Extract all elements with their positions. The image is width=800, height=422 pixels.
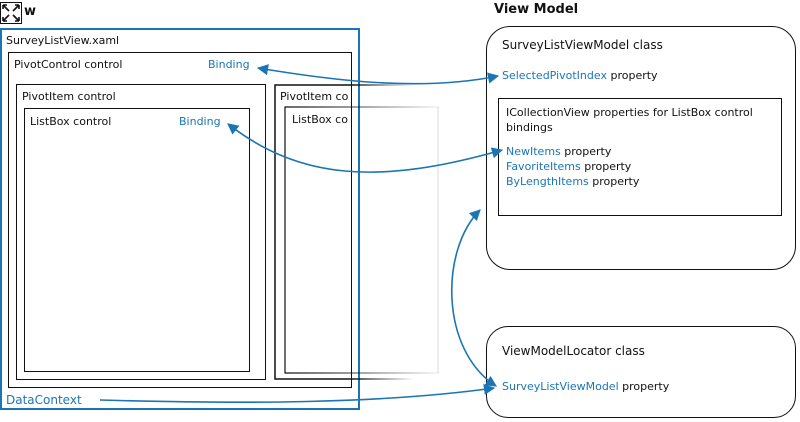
new-items-property: NewItems property (506, 145, 611, 159)
pivot-control-binding: Binding (208, 58, 250, 71)
locator-property-name: SurveyListViewModel (502, 380, 619, 393)
arrow-locator-viewmodel (450, 209, 497, 387)
bylength-items-property: ByLengthItems property (506, 175, 639, 189)
locator-property-suffix: property (618, 380, 670, 393)
listbox-label-2: ListBox co (292, 113, 348, 126)
locator-class-title: ViewModelLocator class (502, 344, 645, 358)
view-file-label: SurveyListView.xaml (6, 34, 120, 47)
bylength-items-suffix: property (588, 175, 640, 188)
new-items-name: NewItems (506, 145, 561, 158)
collection-properties-title-2: bindings (506, 121, 553, 134)
expand-icon[interactable] (0, 2, 22, 24)
arrow-datacontext (99, 383, 496, 404)
view-container (0, 28, 360, 410)
selected-pivot-suffix: property (606, 69, 658, 82)
datacontext-label: DataContext (6, 393, 82, 407)
listbox-label-1: ListBox control (30, 115, 112, 128)
favorite-items-suffix: property (580, 160, 632, 173)
collection-properties-title-1: ICollectionView properties for ListBox c… (506, 106, 753, 119)
pivot-item-label-2: PivotItem co (280, 90, 349, 103)
viewmodel-heading: View Model (494, 2, 579, 17)
pivot-control-box (8, 52, 352, 388)
favorite-items-property: FavoriteItems property (506, 160, 631, 174)
viewmodel-class-title: SurveyListViewModel class (502, 38, 663, 52)
favorite-items-name: FavoriteItems (506, 160, 581, 173)
new-items-suffix: property (560, 145, 612, 158)
arrow-listbox-binding (227, 123, 504, 173)
listbox-binding-1: Binding (179, 115, 221, 128)
listbox-box-1 (24, 108, 250, 372)
locator-property: SurveyListViewModel property (502, 380, 669, 394)
pivot-control-label: PivotControl control (14, 58, 123, 71)
bylength-items-name: ByLengthItems (506, 175, 589, 188)
pivot-item-label-1: PivotItem control (22, 90, 116, 103)
selected-pivot-property: SelectedPivotIndex property (502, 69, 658, 83)
pivot-item-box-1 (16, 84, 266, 380)
arrow-pivot-binding (256, 64, 500, 85)
selected-pivot-name: SelectedPivotIndex (502, 69, 607, 82)
pivot-item-box-2 (274, 84, 414, 380)
view-heading-partial: w (24, 4, 37, 19)
